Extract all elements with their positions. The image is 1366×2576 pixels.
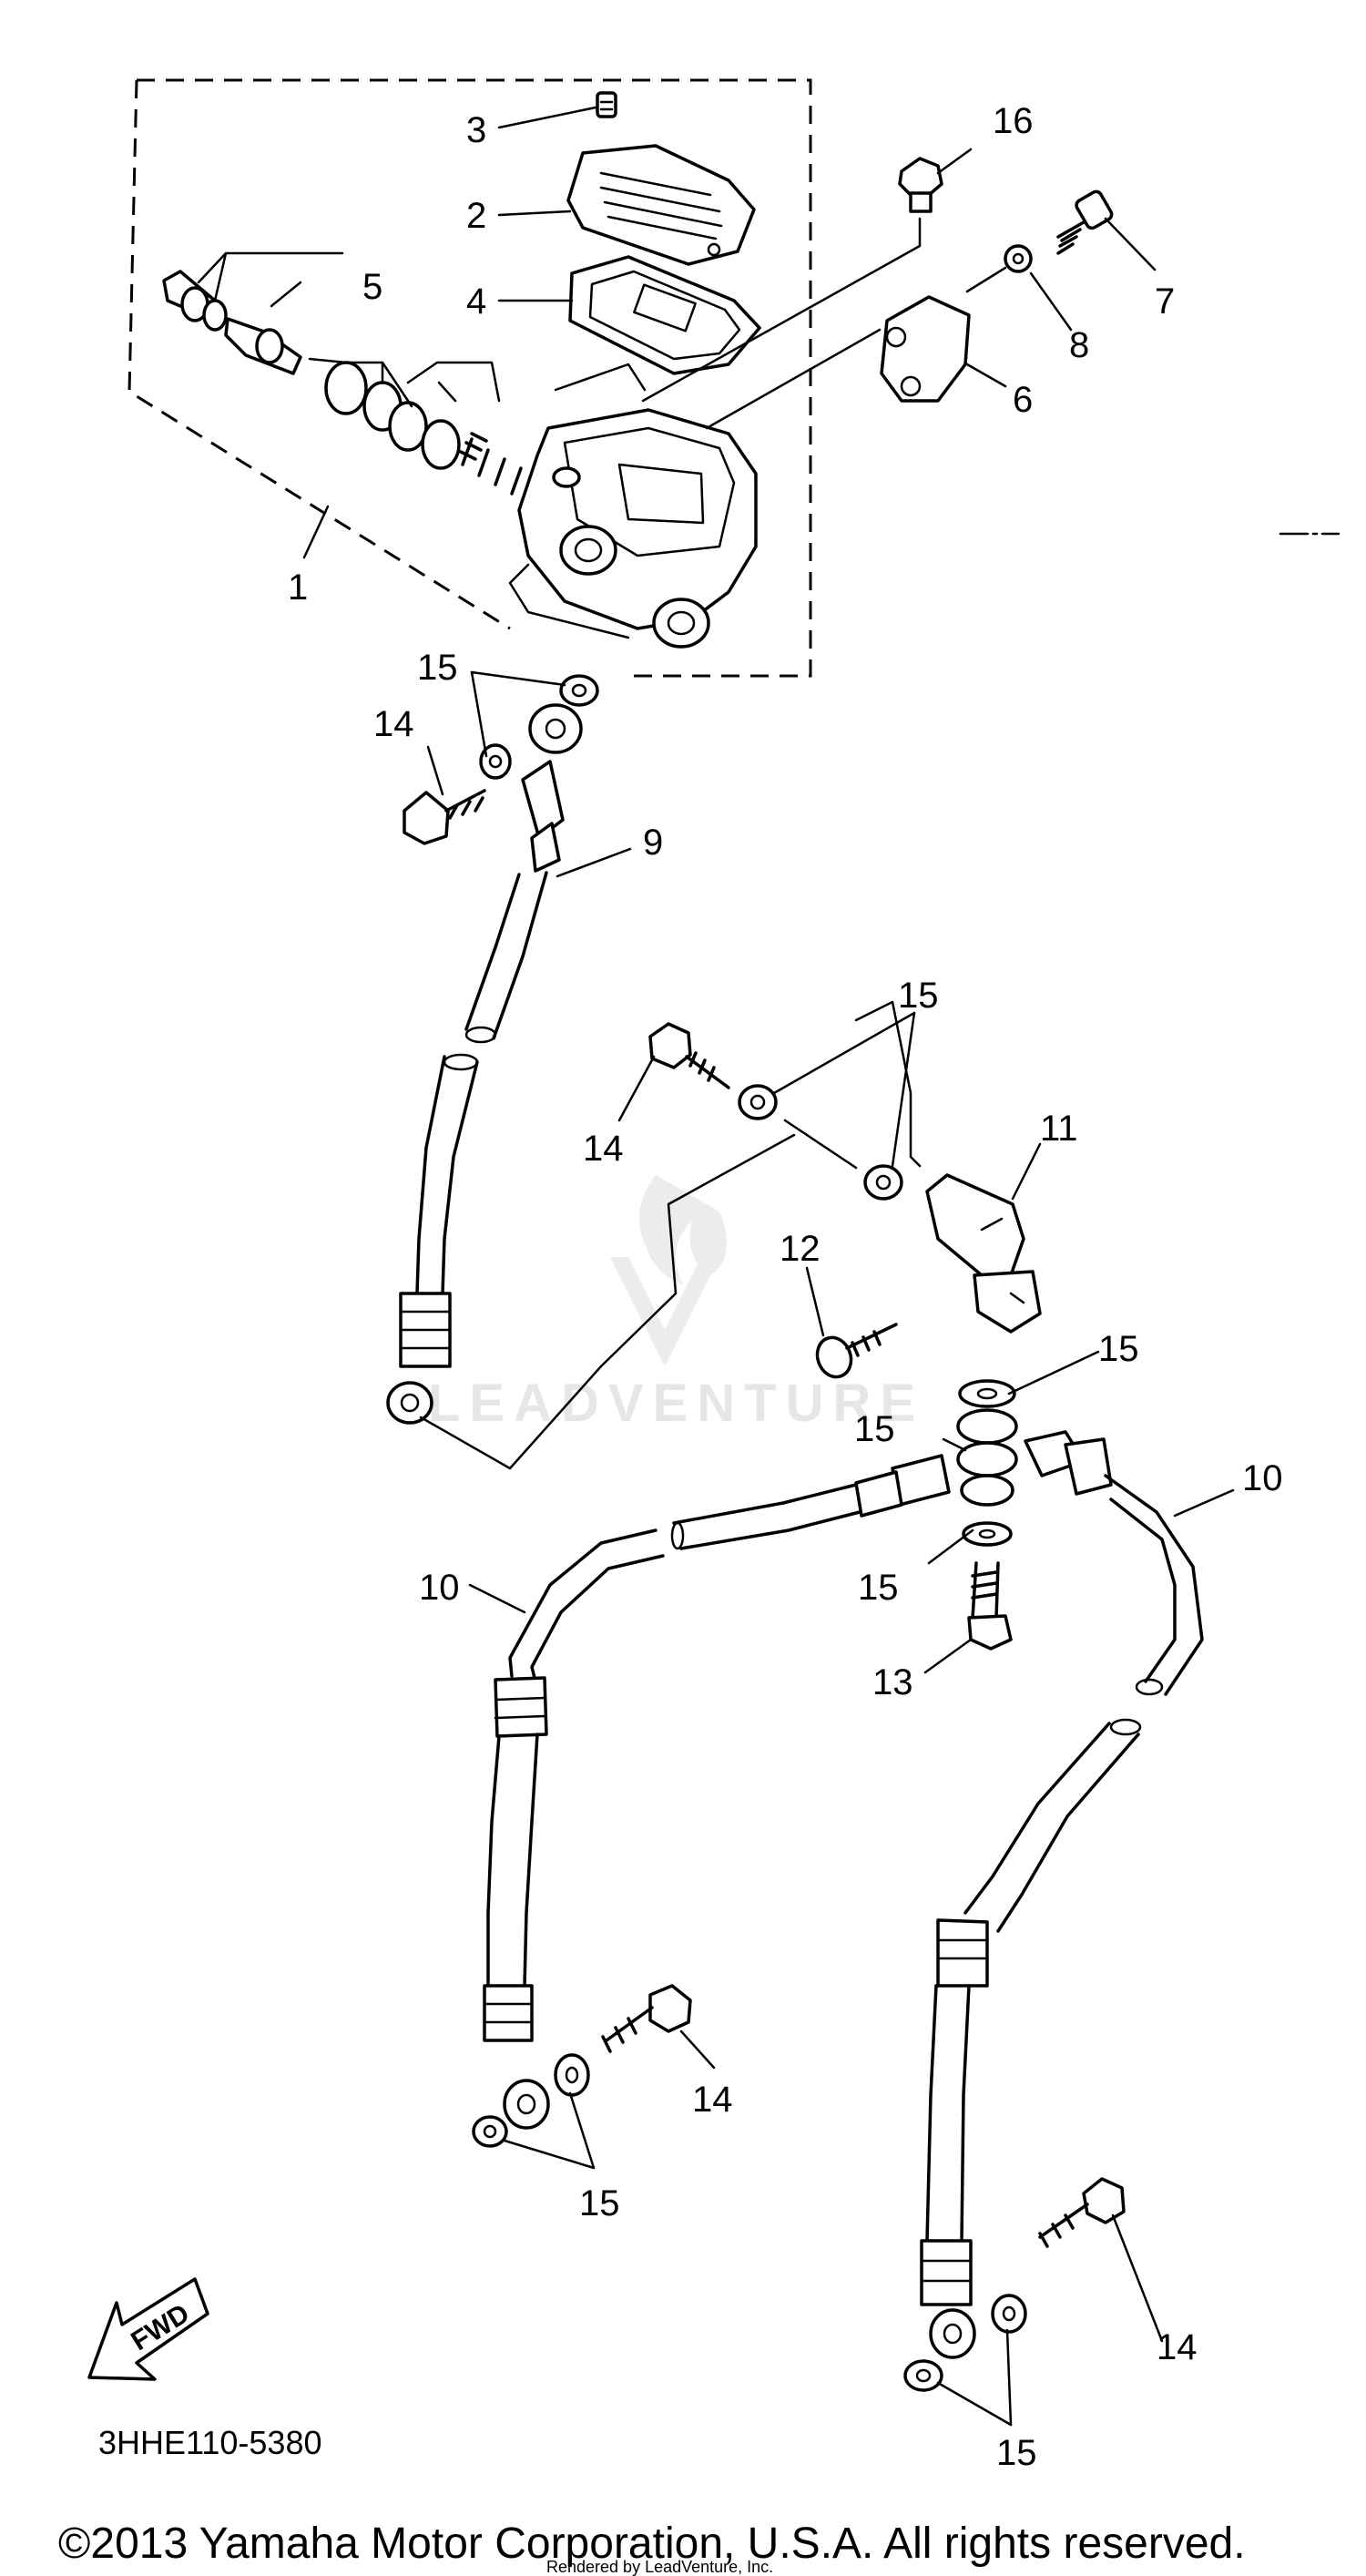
part-11-brake-joint — [925, 1173, 1042, 1334]
part-15-washer-e — [554, 2053, 590, 2097]
copyright-notice: ©2013 Yamaha Motor Corporation, U.S.A. A… — [58, 2520, 1246, 2568]
part-16-cap-bolt — [898, 157, 943, 213]
callout-15-bottom-left: 15 — [579, 2183, 620, 2223]
part-15-washer-stack — [956, 1379, 1018, 1547]
part-12-bolt — [815, 1323, 898, 1379]
part-6-bracket — [880, 295, 971, 403]
callout-15-mid: 15 — [898, 976, 939, 1016]
callout-13: 13 — [872, 1662, 913, 1702]
callout-11: 11 — [1040, 1109, 1078, 1149]
callout-15-joint-right: 15 — [1098, 1329, 1139, 1369]
callout-9: 9 — [643, 823, 663, 863]
callout-15-joint-left: 15 — [854, 1409, 895, 1449]
callout-12: 12 — [780, 1229, 821, 1269]
callout-14-bottom-right: 14 — [1157, 2327, 1198, 2367]
part-10-hose-left — [483, 1454, 951, 2130]
part-15-washer-f — [472, 2115, 508, 2148]
callout-2: 2 — [466, 196, 486, 236]
callout-10-right: 10 — [1242, 1458, 1283, 1498]
part-7-bolt — [1056, 189, 1114, 255]
watermark-text: LEADVENTURE — [428, 1374, 924, 1433]
callout-6: 6 — [1013, 380, 1033, 420]
assembly-1-boundary — [127, 78, 812, 678]
part-14-bolt-top — [403, 789, 486, 845]
part-8-washer — [1004, 244, 1033, 273]
part-15-washer-g — [991, 2294, 1027, 2334]
part-13-bolt — [967, 1561, 1013, 1651]
part-1-master-cylinder — [508, 408, 758, 649]
callout-15-top: 15 — [417, 648, 458, 688]
part-10-hose-right — [920, 1430, 1204, 2359]
part-5-piston-kit — [162, 251, 539, 505]
fwd-arrow-icon: FWD — [87, 2277, 209, 2381]
callout-1: 1 — [288, 567, 308, 608]
callout-4: 4 — [466, 281, 486, 322]
part-15-washer-d — [863, 1164, 903, 1201]
callout-14-bottom-left: 14 — [692, 2080, 733, 2120]
watermark: LEADVENTURE — [428, 1175, 924, 1433]
part-15-washer-c — [738, 1084, 778, 1120]
part-3-screw — [596, 91, 617, 118]
part-9-brake-hose — [386, 703, 583, 1425]
callout-15-bottom-right: 15 — [996, 2433, 1037, 2473]
callout-5: 5 — [362, 267, 382, 307]
callout-16: 16 — [993, 101, 1034, 141]
leader-lines — [302, 106, 1235, 2427]
callout-8: 8 — [1069, 325, 1089, 365]
part-4-diaphragm — [568, 255, 761, 375]
part-2-reservoir-cap — [566, 144, 756, 266]
watermark-logo-icon — [610, 1175, 727, 1366]
callout-14-mid: 14 — [583, 1129, 624, 1169]
part-15-washer-b — [479, 743, 512, 780]
callout-15-joint-lower: 15 — [858, 1568, 899, 1608]
callout-numbers: 1 2 3 4 5 6 7 8 9 10 10 11 12 13 14 14 1… — [288, 101, 1283, 2473]
callout-7: 7 — [1155, 281, 1175, 322]
part-14-bolt-bottom-right — [1038, 2177, 1126, 2248]
part-15-washer-a — [559, 674, 599, 707]
callout-3: 3 — [466, 110, 486, 150]
rendered-by-notice: Rendered by LeadVenture, Inc. — [546, 2558, 773, 2576]
part-14-bolt-bottom-left — [601, 1984, 692, 2053]
part-14-bolt-mid — [648, 1022, 730, 1089]
callout-14-top: 14 — [373, 704, 414, 744]
callout-10-left: 10 — [419, 1568, 460, 1608]
part-15-washer-h — [903, 2359, 943, 2392]
diagram-code: 3HHE110-5380 — [98, 2424, 322, 2461]
